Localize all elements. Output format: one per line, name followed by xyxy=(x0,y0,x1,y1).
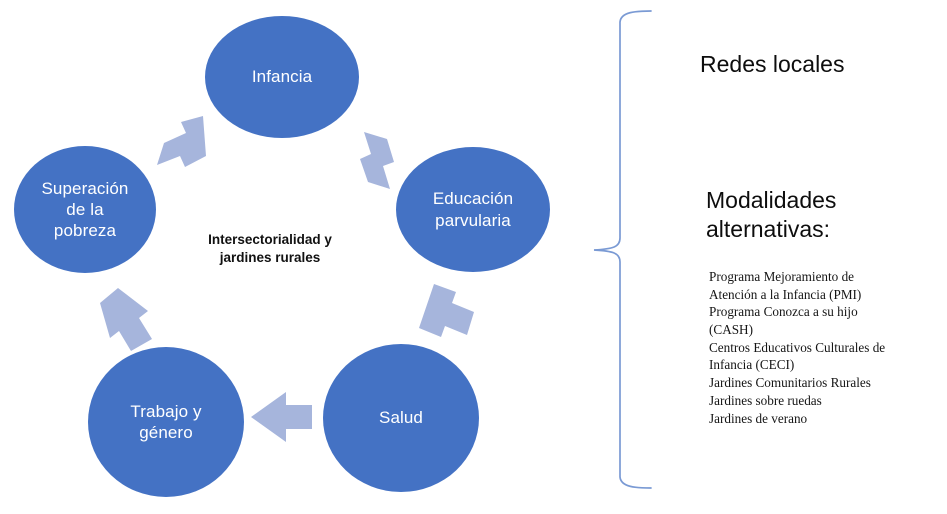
list-item: Jardines Comunitarios Rurales xyxy=(709,375,871,391)
cycle-node-superacion-de-la-pobreza-label: Superación de la pobreza xyxy=(41,178,129,241)
list-item: Centros Educativos Culturales de Infanci… xyxy=(709,339,886,373)
cycle-node-trabajo-y-genero-label: Trabajo y género xyxy=(130,401,202,442)
arrow-superacion-to-infancia xyxy=(157,116,206,167)
list-item: Jardines sobre ruedas xyxy=(709,392,822,408)
list-item: Programa Conozca a su hijo (CASH) xyxy=(709,304,858,338)
modalidades-alternativas-list: Programa Mejoramiento de Atención a la I… xyxy=(709,268,941,427)
curly-brace-icon xyxy=(593,10,652,489)
arrow-trabajo-to-superacion xyxy=(100,288,152,351)
panel-heading-modalidades-alternativas: Modalidades alternativas: xyxy=(706,187,837,242)
cycle-node-salud[interactable]: Salud xyxy=(323,344,479,492)
arrow-educacion-to-salud xyxy=(419,284,474,337)
list-item: Programa Mejoramiento de Atención a la I… xyxy=(709,269,862,302)
arrow-salud-to-trabajo xyxy=(251,392,312,442)
cycle-node-salud-label: Salud xyxy=(379,408,423,428)
arrow-infancia-to-educacion xyxy=(360,132,394,189)
panel-heading-redes-locales: Redes locales xyxy=(700,51,845,77)
cycle-node-infancia[interactable]: Infancia xyxy=(205,16,359,138)
cycle-node-superacion-de-la-pobreza[interactable]: Superación de la pobreza xyxy=(14,146,156,273)
cycle-node-trabajo-y-genero[interactable]: Trabajo y género xyxy=(88,347,244,497)
diagram-center-caption: Intersectorialidad y jardines rurales xyxy=(208,232,332,265)
cycle-node-educacion-parvularia-label: Educación parvularia xyxy=(432,189,514,230)
cycle-node-infancia-label: Infancia xyxy=(251,67,313,87)
cycle-node-educacion-parvularia[interactable]: Educación parvularia xyxy=(396,147,550,272)
list-item: Jardines de verano xyxy=(709,410,808,426)
